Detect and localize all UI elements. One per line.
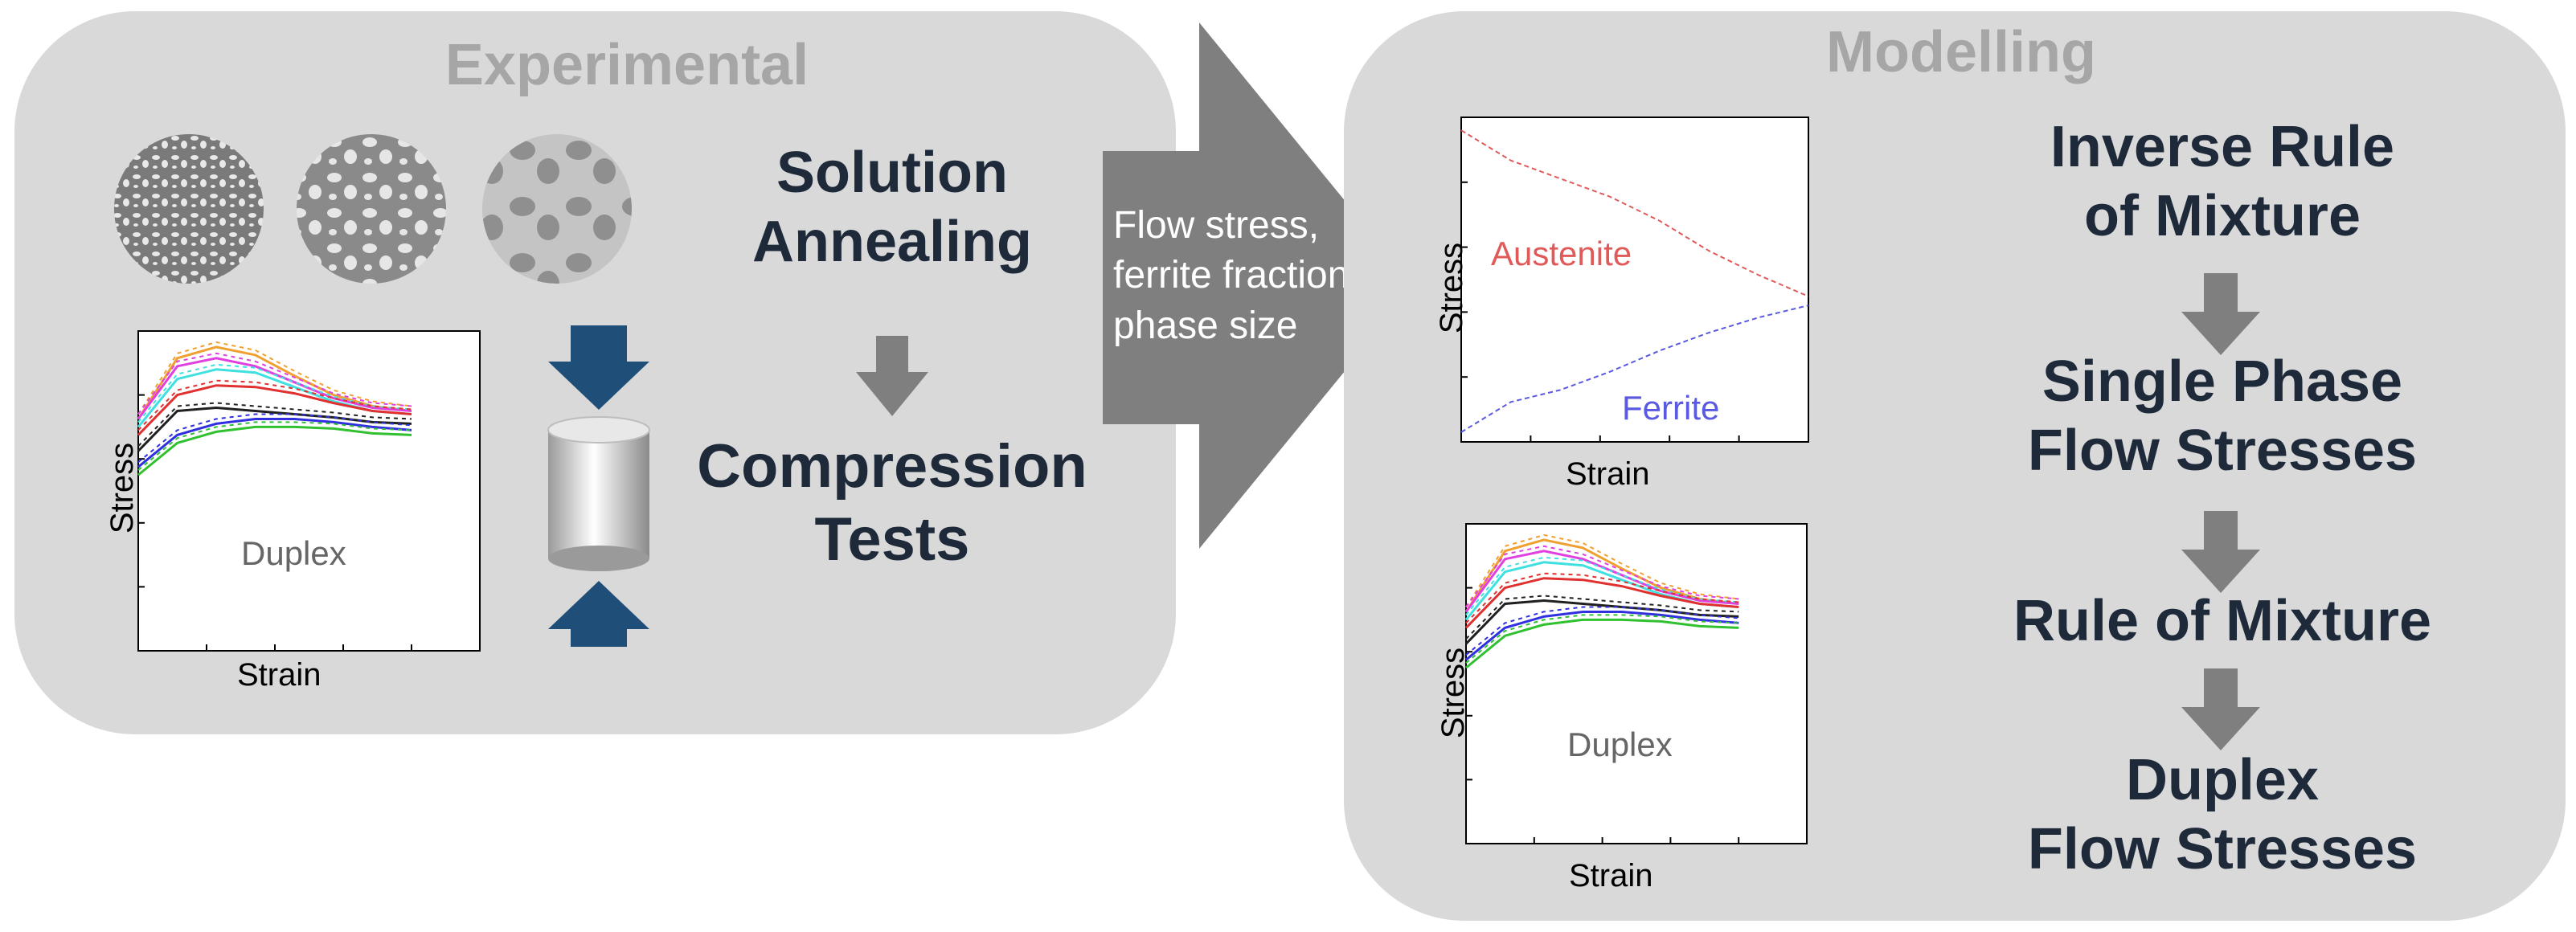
cylinder-bottom [548,546,649,571]
series-line-6 [137,425,412,476]
compression-cylinder-graphic [547,325,650,647]
solution-annealing-text: Solution Annealing [683,138,1101,277]
series-line-dashed-3 [1465,572,1739,624]
step-single-phase: Single Phase Flow Stresses [1913,347,2532,486]
step4-line2: Flow Stresses [2027,817,2418,882]
mod-top-chart [1460,117,1809,443]
solution-line1: Solution [776,141,1008,205]
step1-line2: of Mixture [2083,184,2361,249]
micrograph-3 [482,134,632,284]
cylinder-body [548,430,649,558]
compression-tests-text: Compression Tests [667,430,1117,576]
series-line-dashed-5 [1465,606,1739,656]
step-duplex-flow: Duplex Flow Stresses [1913,746,2532,885]
arrow-text-line1: Flow stress, [1113,204,1320,247]
step1-line1: Inverse Rule [2050,115,2395,179]
series-line-5 [1465,611,1739,661]
arrow-text-line3: phase size [1113,304,1298,347]
series-line-4 [137,406,412,452]
series-line-dashed-2 [137,363,412,423]
step-arrow-3-icon [2181,668,2260,750]
series-line-dashed-6 [137,421,412,471]
gray-arrow-down-icon [856,336,928,416]
step-inverse-rule: Inverse Rule of Mixture [1913,112,2532,251]
series-line-dashed-0 [1465,533,1739,608]
mod-top-plot-area [1461,117,1808,442]
mod-bottom-ylabel: Stress [1435,647,1472,739]
big-arrow-text: Flow stress, ferrite fraction, phase siz… [1113,201,1360,351]
plot-frame [1460,117,1809,443]
blue-arrow-down-icon [548,325,649,410]
cylinder-top [547,416,650,444]
micrograph-2 [297,134,446,284]
series-line-5 [137,418,412,468]
micrograph-1 [114,134,264,284]
step2-line1: Single Phase [2042,350,2403,414]
compression-line1: Compression [697,432,1087,501]
modelling-title: Modelling [1826,20,2096,84]
step-rule-of-mixture: Rule of Mixture [2013,589,2432,653]
series-line-dashed-5 [137,413,412,463]
experimental-title: Experimental [444,33,809,97]
step4-line1: Duplex [2125,748,2320,812]
series-line-6 [1465,618,1739,669]
series-line-4 [1464,599,1739,645]
step2-line2: Flow Stresses [2027,419,2418,484]
step-arrow-1-icon [2181,273,2260,355]
step-arrow-2-icon [2181,511,2260,593]
series-line-dashed-0 [137,341,412,415]
big-arrow-icon [1103,22,1415,549]
mod-bottom-xlabel: Strain [1569,858,1653,893]
series-line-ferrite [1460,305,1809,433]
series-line-dashed-4 [137,402,412,447]
series-line-dashed-4 [1465,595,1739,640]
exp-plot-label: Duplex [241,534,346,572]
exp-chart [137,330,481,652]
exp-ylabel: Stress [104,442,141,534]
plot-frame [137,330,481,652]
plot-frame [1465,523,1808,844]
exp-plot-area [138,331,480,651]
mod-top-xlabel: Strain [1566,456,1650,492]
arrow-text-line2: ferrite fraction, [1113,254,1360,297]
blue-arrow-up-icon [548,581,649,647]
mod-bottom-chart [1464,523,1808,844]
austenite-label: Austenite [1491,235,1632,272]
micrographs [114,134,632,284]
series-line-3 [1464,577,1739,629]
series-line-austenite [1460,129,1809,297]
series-line-3 [137,384,412,436]
ferrite-label: Ferrite [1622,389,1720,427]
mod-top-ylabel: Stress [1434,242,1470,334]
exp-xlabel: Strain [237,657,321,693]
series-line-dashed-3 [137,379,412,431]
solution-line2: Annealing [752,210,1032,275]
mod-bottom-plot-label: Duplex [1567,726,1673,763]
series-line-dashed-2 [1465,556,1739,616]
compression-line2: Tests [814,505,970,574]
series-line-dashed-6 [1465,614,1739,664]
